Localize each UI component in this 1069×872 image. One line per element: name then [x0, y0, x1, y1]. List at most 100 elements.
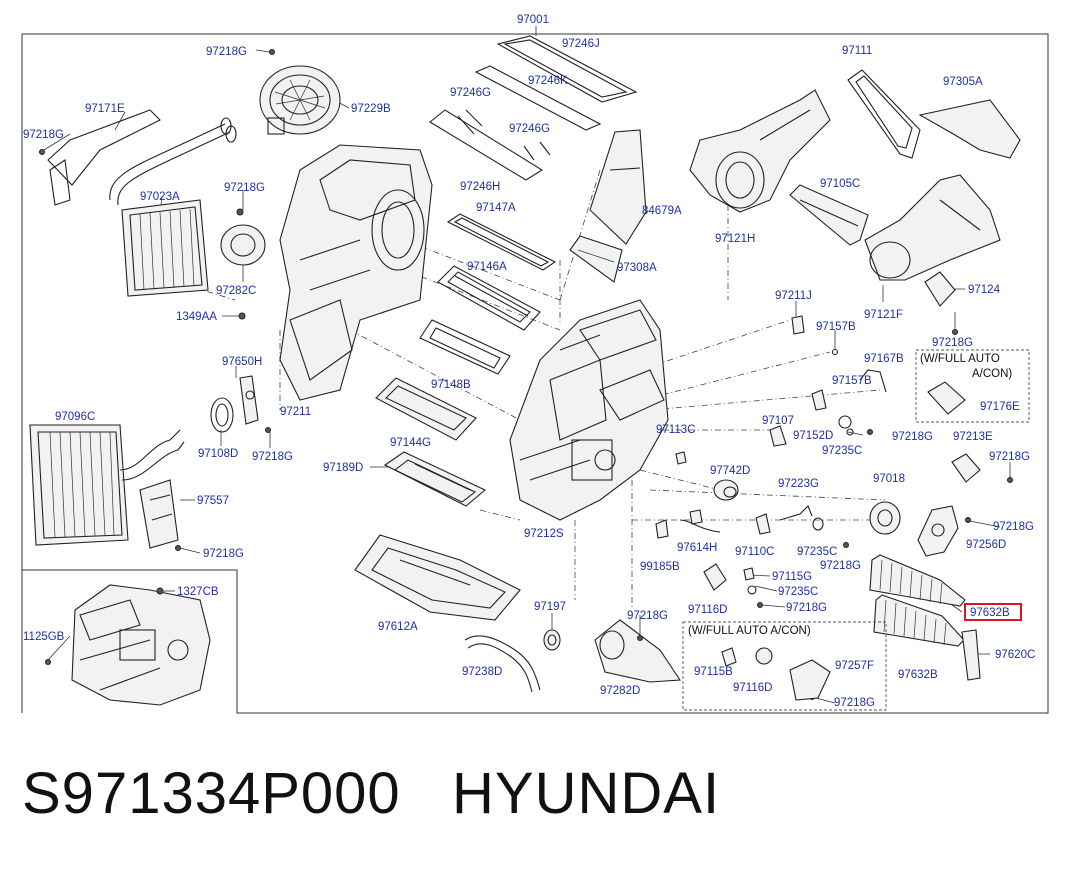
label-97612A[interactable]: 97612A	[378, 621, 418, 633]
label-97189D[interactable]: 97189D	[323, 462, 363, 474]
heater-case-97211	[238, 144, 433, 401]
duct-97121H	[689, 89, 831, 213]
label-97218G[interactable]: 97218G	[627, 610, 668, 622]
label-97218G[interactable]: 97218G	[993, 521, 1034, 533]
label-97213E[interactable]: 97213E	[953, 431, 993, 443]
gasket-97111	[847, 69, 921, 159]
seal-97246K	[474, 65, 602, 131]
label-97246G[interactable]: 97246G	[509, 123, 550, 135]
label-97305A[interactable]: 97305A	[943, 76, 983, 88]
label-97018[interactable]: 97018	[873, 473, 905, 485]
label-97235C[interactable]: 97235C	[778, 586, 818, 598]
main-case-97212S	[509, 299, 669, 521]
label-97246J[interactable]: 97246J	[562, 38, 600, 50]
label-97148B[interactable]: 97148B	[431, 379, 471, 391]
label-97147A[interactable]: 97147A	[476, 202, 516, 214]
label-97197[interactable]: 97197	[534, 601, 566, 613]
duct-97121F	[864, 174, 1001, 281]
actuator-97282C	[220, 208, 266, 266]
label-97001[interactable]: 97001	[517, 14, 549, 26]
duct-97105C	[789, 184, 869, 246]
label-97235C[interactable]: 97235C	[797, 546, 837, 558]
label-97121F[interactable]: 97121F	[864, 309, 903, 321]
label-84679A[interactable]: 84679A	[642, 205, 682, 217]
label-97223G[interactable]: 97223G	[778, 478, 819, 490]
label-97152D[interactable]: 97152D	[793, 430, 833, 442]
label-97124[interactable]: 97124	[968, 284, 1001, 296]
label-97157B[interactable]: 97157B	[832, 375, 872, 387]
label-97105C[interactable]: 97105C	[820, 178, 860, 190]
label-97116D[interactable]: 97116D	[733, 682, 772, 694]
blower-motor-97229B	[259, 65, 341, 135]
inset-assembly	[45, 584, 211, 706]
label-1349AA[interactable]: 1349AA	[176, 311, 217, 323]
label-97107[interactable]: 97107	[762, 415, 794, 427]
label-97282C[interactable]: 97282C	[216, 285, 256, 297]
label-97146A[interactable]: 97146A	[467, 261, 507, 273]
duct-97189D	[383, 451, 487, 507]
label-97023A[interactable]: 97023A	[140, 191, 180, 203]
label-97246G[interactable]: 97246G	[450, 87, 491, 99]
label-97157B[interactable]: 97157B	[816, 321, 856, 333]
small-parts-right-column	[655, 315, 887, 595]
module-97124	[924, 271, 956, 307]
label-97211J[interactable]: 97211J	[775, 290, 812, 302]
label-97218G[interactable]: 97218G	[252, 451, 293, 463]
label-97246H[interactable]: 97246H	[460, 181, 500, 193]
full-auto-box-2	[682, 621, 887, 711]
label-97614H[interactable]: 97614H	[677, 542, 717, 554]
actuator-97256D	[917, 505, 959, 557]
label-97650H[interactable]: 97650H	[222, 356, 262, 368]
label-97218G[interactable]: 97218G	[23, 129, 64, 141]
label-97218G[interactable]: 97218G	[820, 560, 861, 572]
label-97096C[interactable]: 97096C	[55, 411, 95, 423]
label-97218G[interactable]: 97218G	[834, 697, 875, 709]
label-97115G[interactable]: 97115G	[772, 571, 812, 583]
label-97218G[interactable]: 97218G	[786, 602, 827, 614]
module-97213E	[951, 453, 981, 483]
label-1125GB[interactable]: 1125GB	[23, 631, 65, 643]
label-97742D[interactable]: 97742D	[710, 465, 750, 477]
label-97218G[interactable]: 97218G	[892, 431, 933, 443]
label-97176E[interactable]: 97176E	[980, 401, 1020, 413]
note-full-auto-1b: A/CON)	[972, 368, 1012, 380]
label-97113C[interactable]: 97113C	[656, 424, 695, 436]
label-97256D[interactable]: 97256D	[966, 539, 1006, 551]
label-97171E[interactable]: 97171E	[85, 103, 125, 115]
filter-97144G	[375, 377, 477, 441]
label-97110C[interactable]: 97110C	[735, 546, 774, 558]
module-97176E	[927, 381, 966, 415]
label-97218G[interactable]: 97218G	[206, 46, 247, 58]
filter-cover-97620C	[961, 629, 981, 681]
label-97212S[interactable]: 97212S	[524, 528, 564, 540]
label-97115B[interactable]: 97115B	[694, 666, 733, 678]
label-97238D[interactable]: 97238D	[462, 666, 502, 678]
label-97218G[interactable]: 97218G	[203, 548, 244, 560]
highlight-box-97632B	[964, 603, 1022, 621]
label-99185B[interactable]: 99185B	[640, 561, 680, 573]
label-97235C[interactable]: 97235C	[822, 445, 862, 457]
label-1327CB[interactable]: 1327CB	[177, 586, 219, 598]
label-97144G[interactable]: 97144G	[390, 437, 431, 449]
label-97121H[interactable]: 97121H	[715, 233, 755, 245]
label-97218G[interactable]: 97218G	[224, 182, 265, 194]
label-97218G[interactable]: 97218G	[932, 337, 973, 349]
label-97116D[interactable]: 97116D	[688, 604, 727, 616]
label-97557[interactable]: 97557	[197, 495, 229, 507]
label-97282D[interactable]: 97282D	[600, 685, 640, 697]
full-auto-parts	[721, 647, 831, 701]
label-97632B-highlight[interactable]: 97632B	[970, 607, 1010, 619]
label-97257F[interactable]: 97257F	[835, 660, 874, 672]
label-97246K[interactable]: 97246K	[528, 75, 568, 87]
label-97108D[interactable]: 97108D	[198, 448, 238, 460]
label-97111[interactable]: 97111	[842, 45, 872, 57]
label-97218G[interactable]: 97218G	[989, 451, 1030, 463]
door-97148B	[419, 319, 511, 375]
label-97620C[interactable]: 97620C	[995, 649, 1035, 661]
label-97167B[interactable]: 97167B	[864, 353, 904, 365]
label-97308A[interactable]: 97308A	[617, 262, 657, 274]
label-97211[interactable]: 97211	[280, 406, 311, 418]
full-auto-box-1	[915, 349, 1030, 423]
label-97632B[interactable]: 97632B	[898, 669, 938, 681]
label-97229B[interactable]: 97229B	[351, 103, 391, 115]
